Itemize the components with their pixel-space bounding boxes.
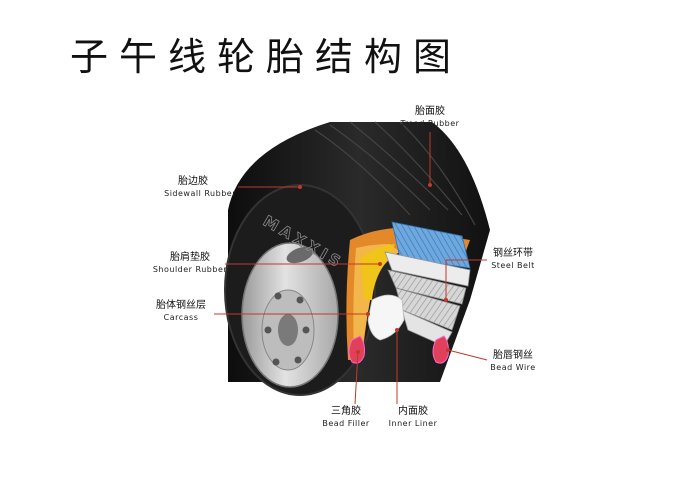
page-title: 子午线轮胎结构图 [70,35,463,79]
label-shoulder-rubber: 胎肩垫胶 Shoulder Rubber [152,252,228,274]
cutaway-section [346,221,471,364]
leader-lines [214,132,488,405]
bead-right [432,335,449,364]
steel-belt-layer [391,221,471,269]
label-bead-wire: 胎唇钢丝 Bead Wire [490,350,536,372]
label-carcass: 胎体钢丝层 Carcass [156,300,206,322]
tire-illustration: MAXXIS [224,121,490,396]
label-inner-liner: 内面胶 Inner Liner [388,406,438,428]
label-tread-rubber: 胎面胶 Tread Rubber [400,106,460,128]
bead-left [348,335,365,364]
leader-dots [298,183,450,354]
label-bead-filler: 三角胶 Bead Filler [322,406,370,428]
label-steel-belt: 钢丝环带 Steel Belt [491,248,535,270]
label-sidewall-rubber: 胎边胶 Sidewall Rubber [164,176,236,198]
